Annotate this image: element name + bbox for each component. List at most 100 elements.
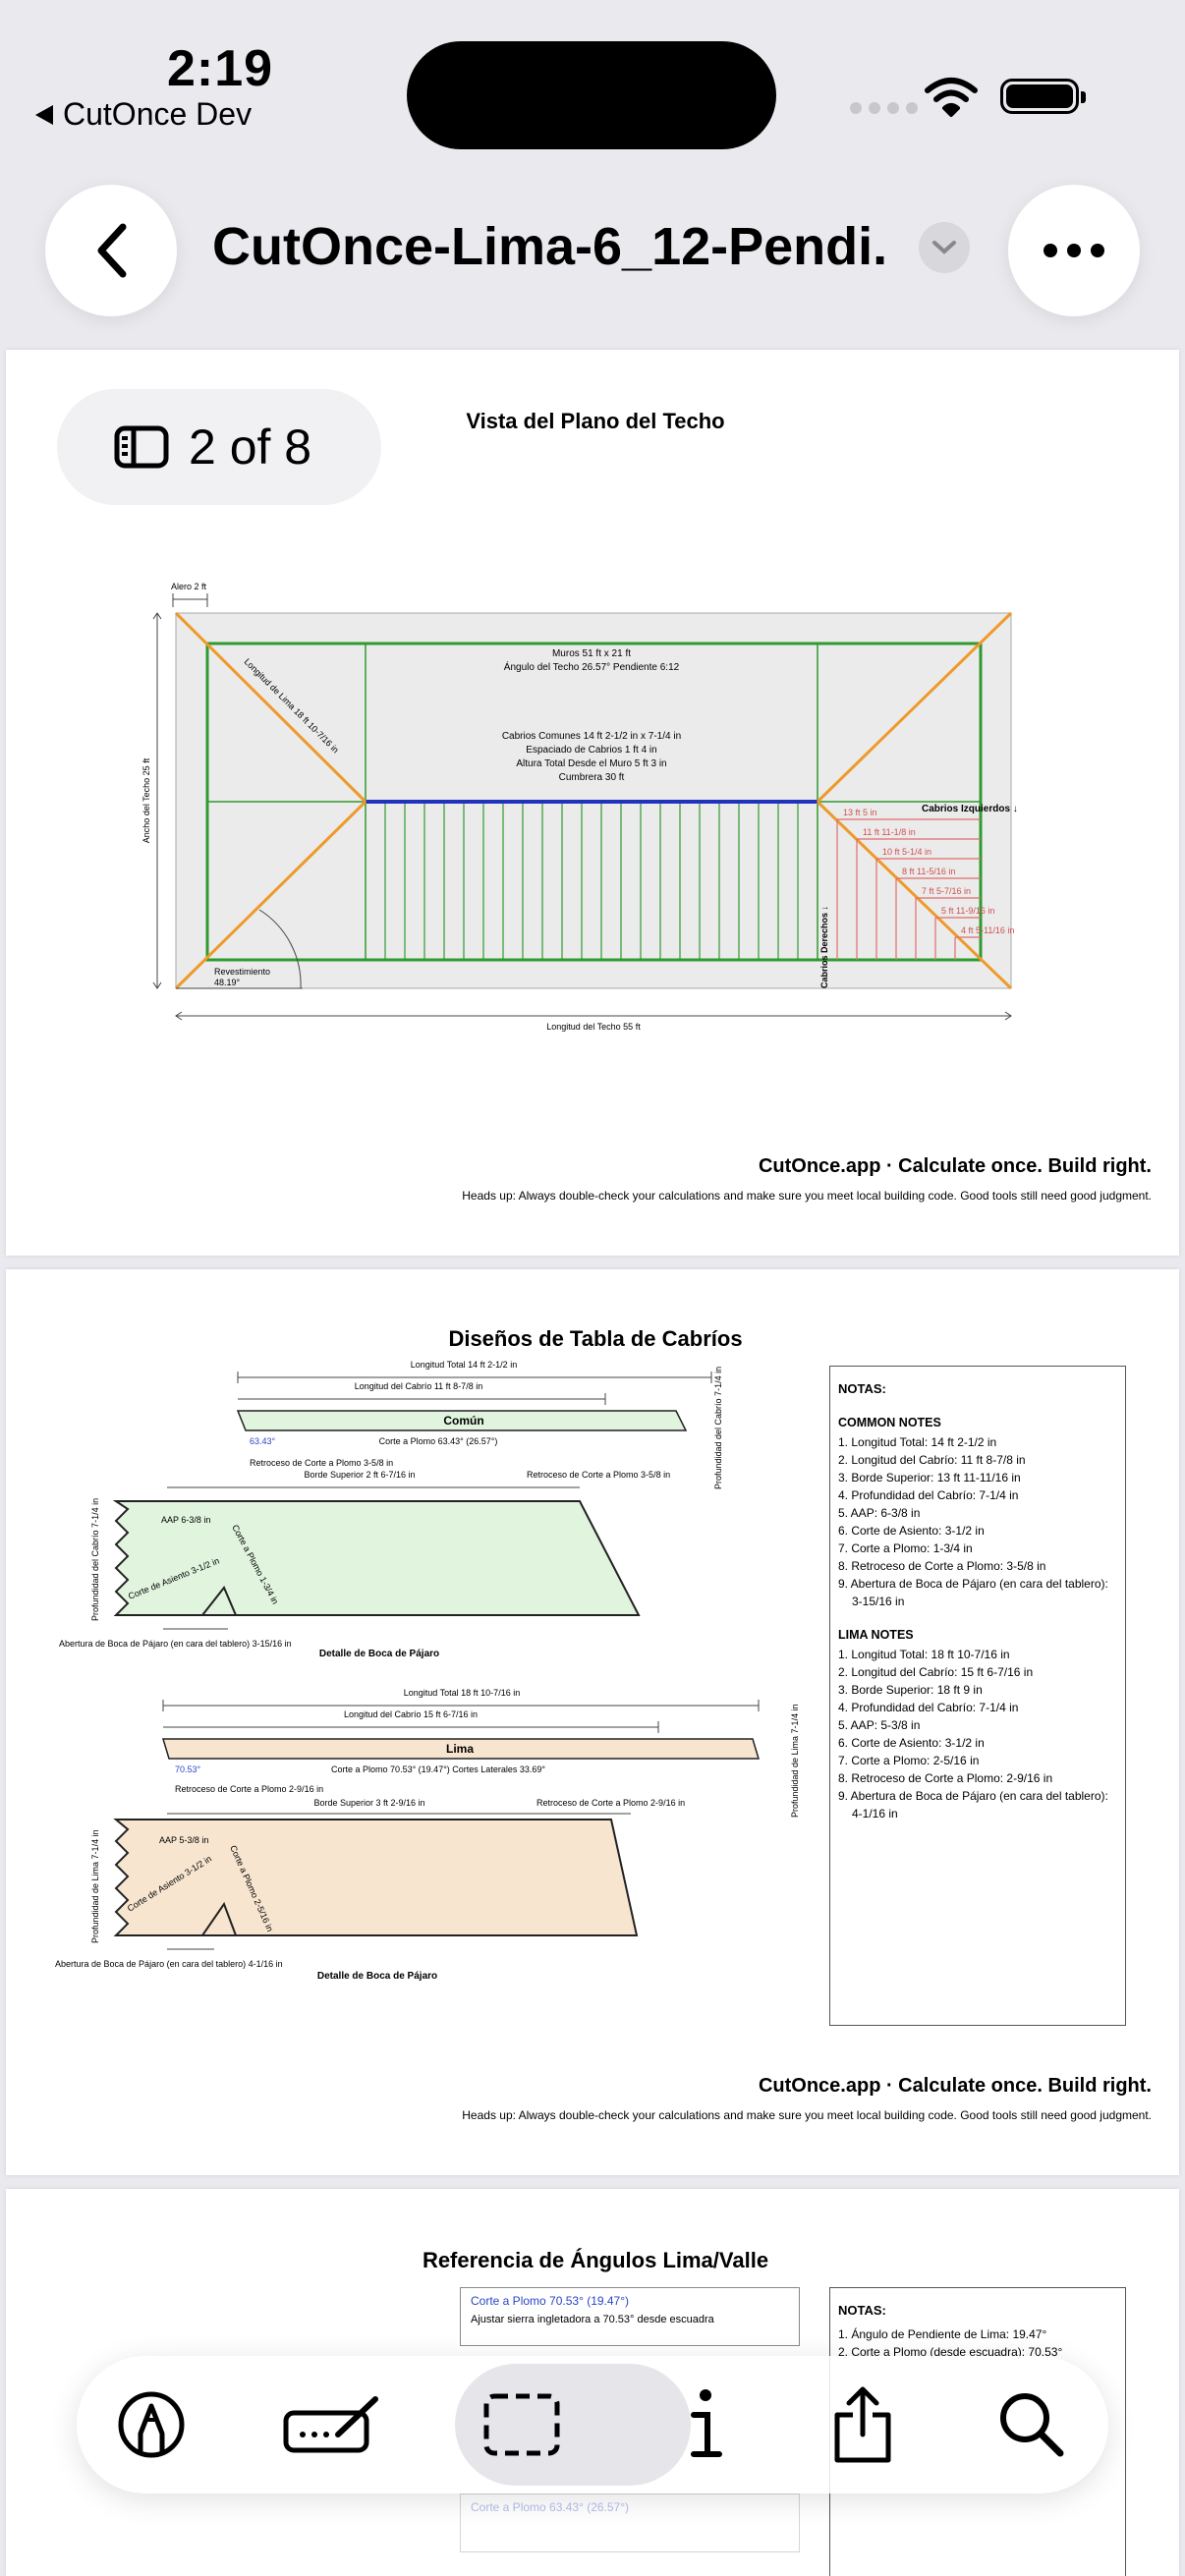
dynamic-island bbox=[407, 41, 776, 149]
back-app-label: CutOnce Dev bbox=[63, 96, 253, 132]
form-fill-button[interactable] bbox=[283, 2385, 381, 2464]
jack-label: 4 ft 5-11/16 in bbox=[961, 925, 1014, 935]
selected-tool-highlight bbox=[455, 2364, 691, 2486]
more-button[interactable] bbox=[1008, 185, 1140, 316]
jack-label: 8 ft 11-5/16 in bbox=[902, 867, 955, 876]
spacing-label: Espaciado de Cabrios 1 ft 4 in bbox=[526, 745, 656, 756]
lima-note: 8. Retroceso de Corte a Plomo: 2-9/16 in bbox=[838, 1771, 1053, 1785]
height-label: Altura Total Desde el Muro 5 ft 3 in bbox=[516, 758, 666, 769]
angle-reference-box: Corte a Plomo 70.53° (19.47°) Ajustar si… bbox=[460, 2287, 800, 2346]
pdf-page-2[interactable]: Diseños de Tabla de Cabríos Longitud Tot… bbox=[6, 1269, 1179, 2175]
common-depth-2: Profundidad del Cabrío 7-1/4 in bbox=[90, 1498, 100, 1621]
share-icon bbox=[834, 2386, 891, 2463]
common-note: 4. Profundidad del Cabrío: 7-1/4 in bbox=[838, 1488, 1019, 1502]
jack-label: 11 ft 11-1/8 in bbox=[863, 827, 916, 837]
common-rafter-label: Cabrios Comunes 14 ft 2-1/2 in x 7-1/4 i… bbox=[502, 731, 681, 742]
common-note: 9. Abertura de Boca de Pájaro (en cara d… bbox=[838, 1577, 1108, 1608]
common-aap: AAP 6-3/8 in bbox=[161, 1515, 210, 1525]
lima-note: 9. Abertura de Boca de Pájaro (en cara d… bbox=[838, 1789, 1108, 1820]
jack-label: 10 ft 5-1/4 in bbox=[882, 847, 931, 857]
notes-panel: NOTAS: COMMON NOTES 1. Longitud Total: 1… bbox=[829, 1366, 1126, 2026]
angle-box-title: Corte a Plomo 70.53° (19.47°) bbox=[471, 2294, 630, 2308]
notes-heading: NOTAS: bbox=[838, 1381, 886, 1396]
footer-disclaimer: Heads up: Always double-check your calcu… bbox=[462, 1189, 1152, 1203]
common-note: 8. Retroceso de Corte a Plomo: 3-5/8 in bbox=[838, 1559, 1046, 1573]
jack-label: 13 ft 5 in bbox=[843, 808, 877, 817]
hip-birdsmouth: Abertura de Boca de Pájaro (en cara del … bbox=[55, 1959, 283, 1969]
hip-setback: Retroceso de Corte a Plomo 2-9/16 in bbox=[175, 1784, 323, 1794]
angle-box-description: Ajustar sierra ingletadora a 70.53° desd… bbox=[471, 2314, 714, 2325]
title-menu-button[interactable] bbox=[919, 222, 970, 273]
hip-setback-2: Retroceso de Corte a Plomo 2-9/16 in bbox=[536, 1798, 685, 1808]
lima-note: 7. Corte a Plomo: 2-5/16 in bbox=[838, 1754, 980, 1767]
common-top-edge: Borde Superior 2 ft 6-7/16 in bbox=[304, 1470, 415, 1480]
roof-width-label: Ancho del Techo 25 ft bbox=[141, 757, 151, 843]
hip-total-length: Longitud Total 18 ft 10-7/16 in bbox=[404, 1688, 520, 1698]
roof-plan-diagram: Alero 2 ft bbox=[141, 582, 1018, 1032]
bottom-toolbar bbox=[77, 2356, 1108, 2493]
info-button[interactable] bbox=[666, 2385, 745, 2464]
notes-heading: NOTAS: bbox=[838, 2303, 886, 2318]
common-plumb-angle: 63.43° bbox=[250, 1436, 276, 1446]
lima-note: 2. Longitud del Cabrío: 15 ft 6-7/16 in bbox=[838, 1665, 1034, 1679]
hip-plumb-angle: 70.53° bbox=[175, 1764, 201, 1774]
angle-box-title: Corte a Plomo 63.43° (26.57°) bbox=[471, 2500, 630, 2514]
footer-brand: CutOnce.app · Calculate once. Build righ… bbox=[758, 2075, 1152, 2097]
common-setback-2: Retroceso de Corte a Plomo 3-5/8 in bbox=[527, 1470, 670, 1480]
common-total-length: Longitud Total 14 ft 2-1/2 in bbox=[411, 1360, 517, 1370]
lima-note: 3. Borde Superior: 18 ft 9 in bbox=[838, 1683, 983, 1697]
roof-length-label: Longitud del Techo 55 ft bbox=[546, 1022, 641, 1032]
info-icon bbox=[691, 2389, 722, 2457]
document-title[interactable]: CutOnce-Lima-6_12-Pendi... bbox=[212, 217, 890, 276]
markup-button[interactable] bbox=[112, 2385, 191, 2464]
lima-note: 5. AAP: 5-3/8 in bbox=[838, 1718, 921, 1732]
common-note: 7. Corte a Plomo: 1-3/4 in bbox=[838, 1541, 973, 1555]
common-plumb-cut: Corte a Plomo 63.43° (26.57°) bbox=[379, 1436, 498, 1446]
form-fill-icon bbox=[283, 2396, 378, 2453]
lima-note: 4. Profundidad del Cabrío: 7-1/4 in bbox=[838, 1701, 1019, 1714]
common-note: 3. Borde Superior: 13 ft 11-11/16 in bbox=[838, 1471, 1021, 1484]
back-button[interactable] bbox=[45, 185, 177, 316]
page-indicator[interactable]: 2 of 8 bbox=[57, 389, 381, 505]
ridge-label: Cumbrera 30 ft bbox=[559, 772, 625, 783]
select-region-icon bbox=[483, 2393, 560, 2456]
page-title: Referencia de Ángulos Lima/Valle bbox=[422, 2248, 769, 2272]
hip-depth: Profundidad de Lima 7-1/4 in bbox=[790, 1704, 800, 1818]
wifi-icon bbox=[925, 78, 978, 117]
search-button[interactable] bbox=[992, 2385, 1071, 2464]
select-region-button[interactable] bbox=[482, 2385, 561, 2464]
hip-detail-label: Detalle de Boca de Pájaro bbox=[317, 1971, 437, 1982]
common-notes-heading: COMMON NOTES bbox=[838, 1416, 941, 1429]
common-rafter-length: Longitud del Cabrío 11 ft 8-7/8 in bbox=[355, 1381, 482, 1391]
footer-disclaimer: Heads up: Always double-check your calcu… bbox=[462, 2108, 1152, 2122]
page-title: Diseños de Tabla de Cabríos bbox=[448, 1326, 743, 1351]
footer-brand: CutOnce.app · Calculate once. Build righ… bbox=[758, 1155, 1152, 1177]
angle-reference-box: Corte a Plomo 63.43° (26.57°) bbox=[460, 2493, 800, 2552]
markup-icon bbox=[118, 2391, 185, 2458]
muros-label: Muros 51 ft x 21 ft bbox=[552, 648, 631, 659]
lima-note: 6. Corte de Asiento: 3-1/2 in bbox=[838, 1736, 985, 1750]
hip-board-label: Lima bbox=[446, 1742, 474, 1756]
hip-plumb-cut: Corte a Plomo 70.53° (19.47°) Cortes Lat… bbox=[331, 1764, 545, 1774]
lima-note: 1. Longitud Total: 18 ft 10-7/16 in bbox=[838, 1648, 1010, 1661]
hip-aap: AAP 5-3/8 in bbox=[159, 1835, 208, 1845]
hip-rafter-length: Longitud del Cabrío 15 ft 6-7/16 in bbox=[344, 1709, 478, 1719]
lima-notes-heading: LIMA NOTES bbox=[838, 1628, 914, 1642]
page-title: Vista del Plano del Techo bbox=[466, 409, 725, 433]
page3-note: 2. Corte a Plomo (desde escuadra): 70.53… bbox=[838, 2345, 1063, 2359]
nav-bar: CutOnce-Lima-6_12-Pendi... bbox=[0, 165, 1185, 342]
common-note: 5. AAP: 6-3/8 in bbox=[838, 1506, 921, 1520]
share-button[interactable] bbox=[823, 2385, 902, 2464]
page-indicator-label: 2 of 8 bbox=[189, 420, 312, 475]
revestimiento-angle: 48.19° bbox=[214, 978, 241, 987]
common-detail-label: Detalle de Boca de Pájaro bbox=[319, 1649, 439, 1659]
common-note: 6. Corte de Asiento: 3-1/2 in bbox=[838, 1524, 985, 1538]
jack-label: 7 ft 5-7/16 in bbox=[922, 886, 971, 896]
back-to-app-link[interactable]: CutOnce Dev bbox=[35, 96, 252, 133]
back-triangle-icon bbox=[35, 104, 53, 125]
common-board-label: Común bbox=[443, 1414, 483, 1428]
battery-icon bbox=[1000, 79, 1086, 114]
common-note: 1. Longitud Total: 14 ft 2-1/2 in bbox=[838, 1435, 997, 1449]
search-icon bbox=[1000, 2393, 1064, 2457]
hip-top-edge: Borde Superior 3 ft 2-9/16 in bbox=[313, 1798, 424, 1808]
